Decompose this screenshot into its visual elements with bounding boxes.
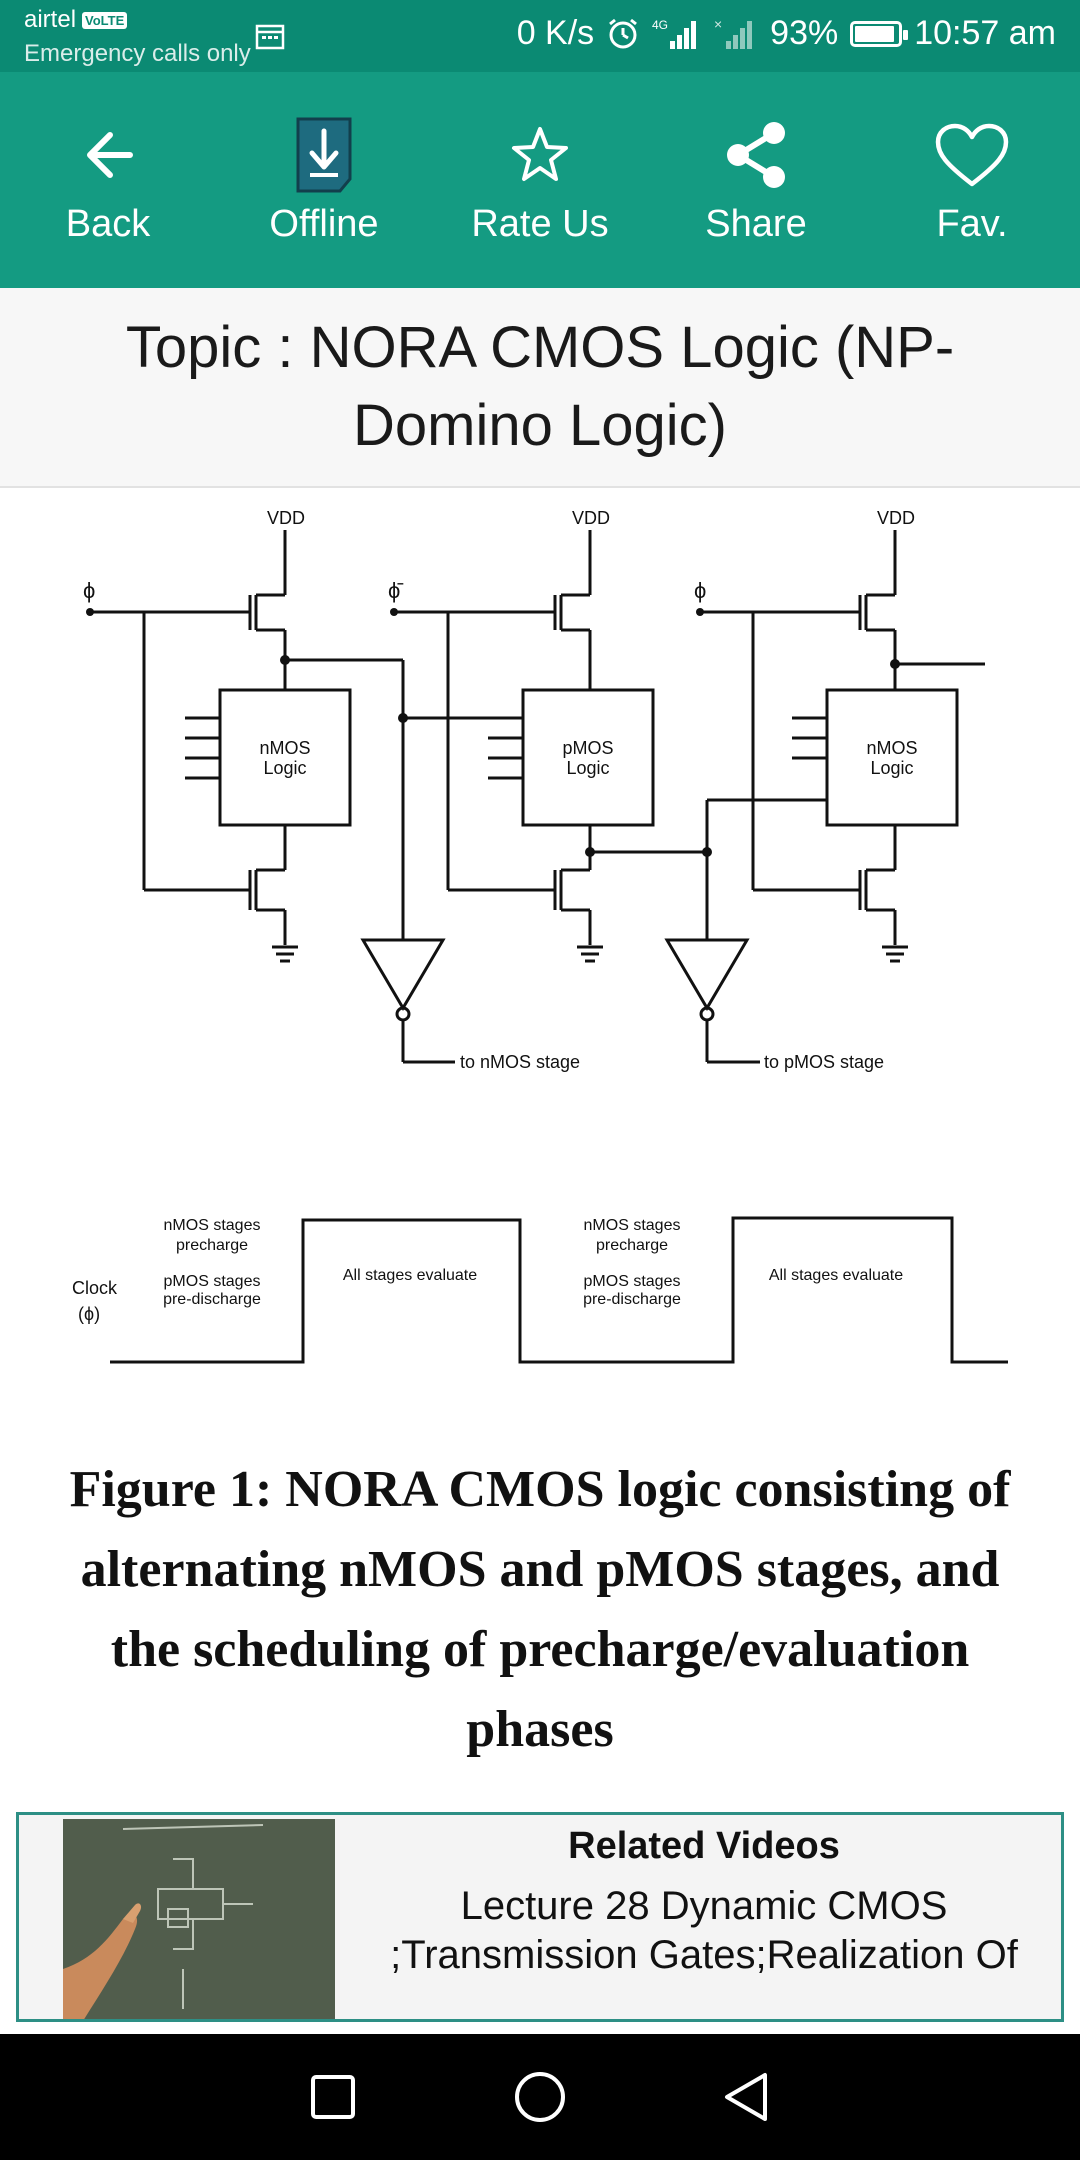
- clock-phi-bar-label: ϕ̄: [388, 578, 403, 603]
- block-label: pMOS: [562, 738, 613, 758]
- to-pmos-label: to pMOS stage: [764, 1052, 884, 1072]
- phase-label: precharge: [176, 1237, 248, 1254]
- offline-label: Offline: [269, 202, 379, 245]
- carrier-name: airtel: [24, 6, 77, 33]
- vdd-label: VDD: [877, 508, 915, 528]
- signal-icon: ×: [714, 17, 753, 49]
- figure-image: VDD VDD VDD ϕ ϕ̄ ϕ nMOS Logic pMOS Logic…: [0, 490, 1080, 1380]
- status-right: 0 K/s 4G × 93% 10:57 am: [517, 14, 1056, 53]
- recent-apps-icon: [311, 2075, 356, 2119]
- signal-4g-icon: 4G: [652, 18, 697, 49]
- clock-phi-label: ϕ: [694, 578, 706, 603]
- fav-label: Fav.: [936, 202, 1008, 245]
- block-label: Logic: [263, 758, 306, 778]
- back-button[interactable]: Back: [8, 80, 208, 280]
- clock-time: 10:57 am: [914, 14, 1056, 52]
- calendar-icon: [255, 24, 285, 50]
- home-icon: [514, 2072, 565, 2122]
- page-title: Topic : NORA CMOS Logic (NP-Domino Logic…: [125, 314, 955, 458]
- arrow-left-icon: [68, 115, 148, 195]
- block-label: nMOS: [259, 738, 310, 758]
- status-bar: airtel VoLTE Emergency calls only 0 K/s …: [0, 0, 1080, 72]
- rate-us-label: Rate Us: [471, 202, 609, 245]
- alarm-icon: [609, 18, 638, 48]
- related-heading: Related Videos: [568, 1825, 840, 1867]
- volte-badge: VoLTE: [82, 11, 128, 29]
- topic-header: Topic : NORA CMOS Logic (NP-Domino Logic…: [0, 288, 1080, 488]
- block-label: nMOS: [866, 738, 917, 758]
- related-text: Related Videos Lecture 28 Dynamic CMOS ;…: [349, 1815, 1059, 2019]
- phase-label: nMOS stages: [164, 1217, 261, 1234]
- svg-text:×: ×: [714, 17, 722, 32]
- share-label: Share: [705, 202, 807, 245]
- svg-text:4G: 4G: [652, 18, 668, 32]
- back-triangle-icon: [724, 2073, 767, 2121]
- clock-phi-label: ϕ: [83, 578, 95, 603]
- related-videos-card[interactable]: Related Videos Lecture 28 Dynamic CMOS ;…: [16, 1812, 1064, 2022]
- rate-us-button[interactable]: Rate Us: [440, 80, 640, 280]
- phase-label: pre-discharge: [583, 1291, 681, 1308]
- fav-button[interactable]: Fav.: [872, 80, 1072, 280]
- clock-label-phi: (ϕ): [78, 1304, 100, 1324]
- phase-label: pMOS stages: [584, 1273, 681, 1290]
- share-icon: [716, 115, 796, 195]
- star-icon: [500, 115, 580, 195]
- emergency-text: Emergency calls only: [24, 40, 251, 67]
- phase-label: precharge: [596, 1237, 668, 1254]
- block-label: Logic: [566, 758, 609, 778]
- download-icon: [284, 115, 364, 195]
- figure-caption: Figure 1: NORA CMOS logic consisting of …: [69, 1461, 1011, 1758]
- battery-percent: 93%: [770, 14, 839, 52]
- block-label: Logic: [870, 758, 913, 778]
- phase-label: pMOS stages: [164, 1273, 261, 1290]
- phase-label: All stages evaluate: [769, 1267, 903, 1284]
- back-label: Back: [65, 202, 151, 245]
- vdd-label: VDD: [572, 508, 610, 528]
- battery-icon: [850, 20, 909, 47]
- toolbar: Back Offline Rate Us Share: [0, 72, 1080, 288]
- phase-label: All stages evaluate: [343, 1267, 477, 1284]
- navigation-bar: [0, 2034, 1080, 2160]
- recent-apps-button[interactable]: [293, 2057, 373, 2137]
- battery-fill: [855, 25, 894, 42]
- related-video-title[interactable]: Lecture 28 Dynamic CMOS ;Transmission Ga…: [390, 1884, 1018, 1977]
- home-button[interactable]: [500, 2057, 580, 2137]
- vdd-label: VDD: [267, 508, 305, 528]
- offline-button[interactable]: Offline: [224, 80, 424, 280]
- network-speed: 0 K/s: [516, 14, 595, 52]
- share-button[interactable]: Share: [656, 80, 856, 280]
- to-nmos-label: to nMOS stage: [460, 1052, 580, 1072]
- phase-label: nMOS stages: [584, 1217, 681, 1234]
- clock-label: Clock: [72, 1278, 118, 1298]
- back-nav-button[interactable]: [707, 2057, 787, 2137]
- video-thumbnail[interactable]: [63, 1819, 335, 2019]
- carrier-info: airtel VoLTE: [24, 6, 128, 34]
- circuit-diagram: VDD VDD VDD ϕ ϕ̄ ϕ nMOS Logic pMOS Logic…: [72, 508, 1008, 1364]
- heart-icon: [932, 115, 1012, 195]
- phase-label: pre-discharge: [163, 1291, 261, 1308]
